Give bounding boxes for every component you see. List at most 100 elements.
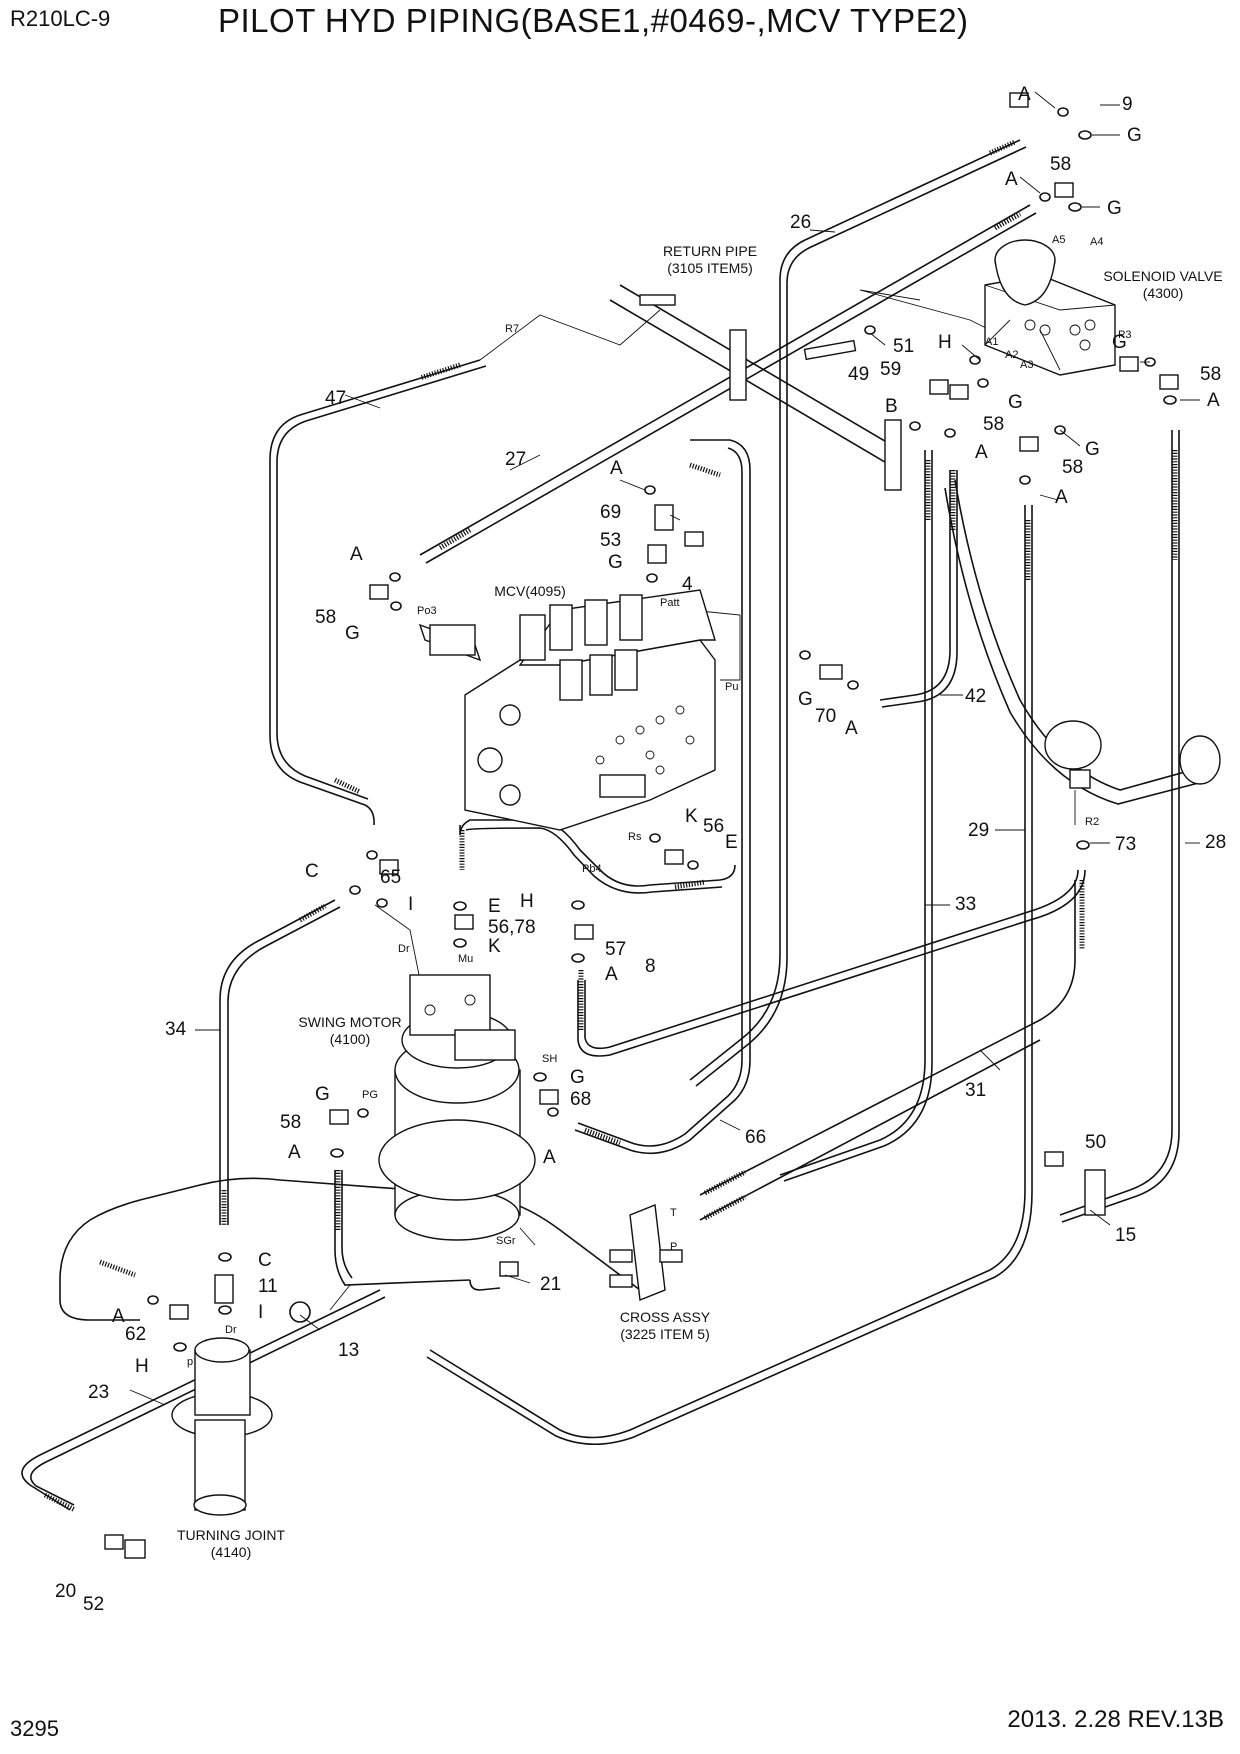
callout: C: [305, 861, 319, 882]
pipe-29: [429, 505, 1026, 1439]
port-label: PG: [362, 1089, 378, 1101]
callout: A: [288, 1142, 301, 1163]
turning-joint-label: TURNING JOINT: [177, 1527, 286, 1543]
callout: 8: [645, 956, 656, 977]
port-label: A1: [985, 336, 998, 348]
port-label: Rs: [628, 831, 642, 843]
callout: 27: [505, 449, 526, 470]
port-label: SH: [542, 1053, 557, 1065]
callout: 23: [88, 1382, 109, 1403]
callout: 73: [1115, 834, 1136, 855]
callout: 70: [815, 706, 836, 727]
callout: 58: [1062, 457, 1083, 478]
port-label: Pb4: [582, 863, 602, 875]
callout: 58: [315, 607, 336, 628]
callout: G: [315, 1084, 330, 1105]
callout: 58: [1200, 364, 1221, 385]
model-code: R210LC-9: [10, 6, 111, 31]
callout: 26: [790, 212, 811, 233]
callout: 52: [83, 1594, 104, 1615]
callout: 13: [338, 1340, 359, 1361]
hose-66: [574, 439, 751, 1155]
callout: A: [543, 1147, 556, 1168]
solenoid-valve-4300: [984, 239, 1116, 376]
hose-27: [419, 204, 1031, 556]
callout: 20: [55, 1581, 76, 1602]
swing-motor-4100: [378, 974, 536, 1241]
port-label: A5: [1052, 234, 1065, 246]
port-label: SGr: [496, 1235, 516, 1247]
callout: K: [488, 936, 501, 957]
hose-47: [269, 359, 481, 826]
port-label: Mu: [458, 953, 473, 965]
solenoid-valve-label: SOLENOID VALVE: [1103, 268, 1222, 284]
callout: G: [1127, 125, 1142, 146]
callout: 66: [745, 1127, 766, 1148]
port-label: T: [670, 1207, 677, 1219]
callout: K: [685, 806, 698, 827]
callout: 50: [1085, 1132, 1106, 1153]
callout: 58: [280, 1112, 301, 1133]
cross-assy-item: (3225 ITEM 5): [620, 1326, 709, 1342]
return-pipe-item: (3105 ITEM5): [667, 260, 753, 276]
callout: 42: [965, 686, 986, 707]
page-title: PILOT HYD PIPING(BASE1,#0469-,MCV TYPE2): [218, 2, 969, 39]
callout: 28: [1205, 832, 1226, 853]
callout: 56,78: [488, 917, 536, 938]
port-label: A3: [1020, 359, 1033, 371]
callout: G: [345, 623, 360, 644]
callout: 59: [880, 359, 901, 380]
turning-joint-4140: [171, 1337, 273, 1516]
callout: A: [350, 544, 363, 565]
callout: 47: [325, 388, 346, 409]
cross-assy-label: CROSS ASSY: [620, 1309, 711, 1325]
callout: H: [135, 1356, 149, 1377]
callout: 15: [1115, 1225, 1136, 1246]
callout: C: [258, 1250, 272, 1271]
callouts: 9 G A 58 A G 26 51 H 49 59 G 58 B A G 58…: [55, 84, 1226, 1615]
port-label: A2: [1005, 349, 1018, 361]
callout: A: [1055, 487, 1068, 508]
callout: A: [112, 1306, 125, 1327]
callout: A: [1207, 390, 1220, 411]
callout: H: [520, 891, 534, 912]
callout: A: [1018, 84, 1031, 105]
callout: 4: [682, 574, 693, 595]
mcv-4095: [418, 589, 716, 831]
callout: 29: [968, 820, 989, 841]
port-labels: A5 A4 P3 A1 A2 A3 R7 Po3 Patt Pu Rs Pb4 …: [187, 234, 1131, 1368]
callout: A: [845, 718, 858, 739]
swing-motor-label: SWING MOTOR: [298, 1014, 401, 1030]
callout: 21: [540, 1274, 561, 1295]
return-pipe-brackets: [289, 329, 1221, 1323]
port-label: P3: [1118, 329, 1131, 341]
hose-34: [219, 899, 336, 1225]
pipe-33: [779, 450, 926, 1176]
callout: G: [570, 1067, 585, 1088]
callout: B: [885, 396, 898, 417]
callout: A: [1005, 169, 1018, 190]
callout: 11: [258, 1276, 278, 1297]
hose-8: [459, 819, 736, 887]
port-label: R2: [1085, 816, 1099, 828]
hose-26: [689, 139, 1021, 1081]
callout: G: [1008, 392, 1023, 413]
callout: G: [1085, 439, 1100, 460]
callout: E: [725, 832, 738, 853]
callout: E: [488, 896, 501, 917]
callout: 62: [125, 1324, 146, 1345]
callout: G: [1107, 198, 1122, 219]
leader-lines: [129, 91, 1200, 1406]
callout: 65: [380, 867, 401, 888]
callout: G: [608, 552, 623, 573]
callout: 56: [703, 816, 724, 837]
port-label: p: [187, 1356, 193, 1368]
turning-joint-item: (4140): [211, 1544, 251, 1560]
callout: A: [610, 458, 623, 479]
revision-date: 2013. 2.28 REV.13B: [1007, 1706, 1224, 1733]
cross-assy-3225: [609, 1204, 683, 1301]
solenoid-valve-item: (4300): [1143, 285, 1183, 301]
callout: I: [408, 894, 413, 915]
callout: 51: [893, 336, 914, 357]
